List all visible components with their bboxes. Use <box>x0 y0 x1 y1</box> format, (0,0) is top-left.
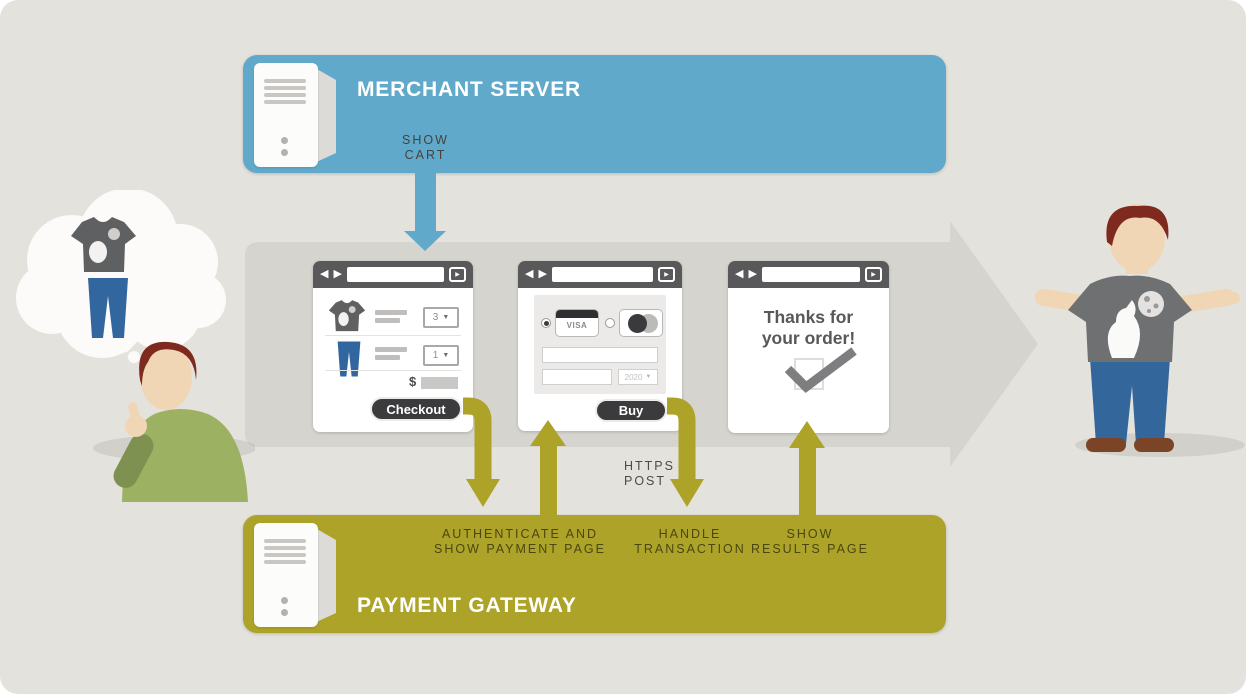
server-icon <box>254 63 346 167</box>
mastercard-icon[interactable] <box>619 309 663 337</box>
payment-gateway-title: PAYMENT GATEWAY <box>357 594 577 617</box>
radio-mastercard[interactable] <box>605 318 615 328</box>
radio-visa[interactable] <box>541 318 551 328</box>
go-icon[interactable]: ▶ <box>658 267 675 282</box>
visa-card-icon[interactable]: VISA <box>555 309 599 337</box>
item-text-placeholder <box>375 347 407 352</box>
back-icon[interactable]: ◀ <box>525 268 534 280</box>
gateway-to-payment-arrow <box>540 443 557 516</box>
item-text-placeholder <box>375 310 407 315</box>
back-icon[interactable]: ◀ <box>735 268 744 280</box>
handle-transaction-label: HANDLE TRANSACTION <box>634 527 746 557</box>
payment-gateway-box: PAYMENT GATEWAY AUTHENTICATE AND SHOW PA… <box>243 515 946 633</box>
payment-form-panel: VISA 2020▼ <box>534 295 666 394</box>
item-text-placeholder <box>375 318 400 323</box>
https-post-label: HTTPS POST <box>624 459 675 489</box>
row-divider <box>325 370 461 371</box>
quantity-select-jeans[interactable]: 1▼ <box>423 345 459 366</box>
right-shoe <box>1134 438 1174 452</box>
show-cart-arrow <box>415 171 436 231</box>
merchant-server-box: MERCHANT SERVER SHOW CART <box>243 55 946 173</box>
gateway-to-results-arrow <box>799 445 816 516</box>
merchant-server-title: MERCHANT SERVER <box>357 78 581 101</box>
tshirt <box>1068 275 1192 362</box>
thought-tshirt-icon <box>71 217 136 272</box>
browser-toolbar: ◀ ▶ ▶ <box>518 261 682 288</box>
quantity-select-tshirt[interactable]: 3▼ <box>423 307 459 328</box>
total-currency: $ <box>409 374 417 389</box>
browser-toolbar: ◀ ▶ ▶ <box>728 261 889 288</box>
address-bar[interactable] <box>761 267 860 282</box>
authenticate-label: AUTHENTICATE AND SHOW PAYMENT PAGE <box>434 527 606 557</box>
left-shoe <box>1086 438 1126 452</box>
go-icon[interactable]: ▶ <box>449 267 466 282</box>
customer-thinking-illustration <box>16 190 255 502</box>
forward-icon[interactable]: ▶ <box>538 268 547 280</box>
cart-item-jeans-icon <box>337 341 361 377</box>
checkout-button[interactable]: Checkout <box>370 397 462 421</box>
check-icon <box>784 347 857 393</box>
arms <box>1034 288 1240 313</box>
show-cart-arrow-head <box>404 231 446 251</box>
cart-item-tshirt-icon <box>328 300 366 332</box>
cart-browser-window: ◀ ▶ ▶ 3▼ 1▼ $ Checkout <box>313 261 473 432</box>
hair <box>1106 205 1169 246</box>
server-icon <box>254 523 346 627</box>
card-code-input[interactable] <box>542 369 612 385</box>
jeans <box>1090 358 1170 444</box>
thought-jeans-icon <box>88 278 128 338</box>
expiry-year-select[interactable]: 2020▼ <box>618 369 658 385</box>
row-divider <box>325 335 461 336</box>
browser-toolbar: ◀ ▶ ▶ <box>313 261 473 288</box>
show-results-label: SHOW RESULTS PAGE <box>750 527 869 557</box>
forward-icon[interactable]: ▶ <box>748 268 757 280</box>
thinking-person <box>113 341 248 502</box>
buy-button[interactable]: Buy <box>595 399 667 422</box>
address-bar[interactable] <box>346 267 444 282</box>
forward-icon[interactable]: ▶ <box>333 268 342 280</box>
card-number-input[interactable] <box>542 347 658 363</box>
results-browser-window: ◀ ▶ ▶ Thanks for your order! <box>728 261 889 433</box>
item-text-placeholder <box>375 355 400 360</box>
payment-browser-window: ◀ ▶ ▶ VISA 2020▼ Buy <box>518 261 682 431</box>
chevron-down-icon: ▼ <box>645 374 652 380</box>
customer-wearing-order-illustration <box>1034 204 1245 457</box>
chevron-down-icon: ▼ <box>442 314 450 321</box>
show-cart-label: SHOW CART <box>402 133 449 163</box>
back-icon[interactable]: ◀ <box>320 268 329 280</box>
address-bar[interactable] <box>551 267 653 282</box>
chevron-down-icon: ▼ <box>442 352 450 359</box>
go-icon[interactable]: ▶ <box>865 267 882 282</box>
total-amount-placeholder <box>421 377 458 389</box>
